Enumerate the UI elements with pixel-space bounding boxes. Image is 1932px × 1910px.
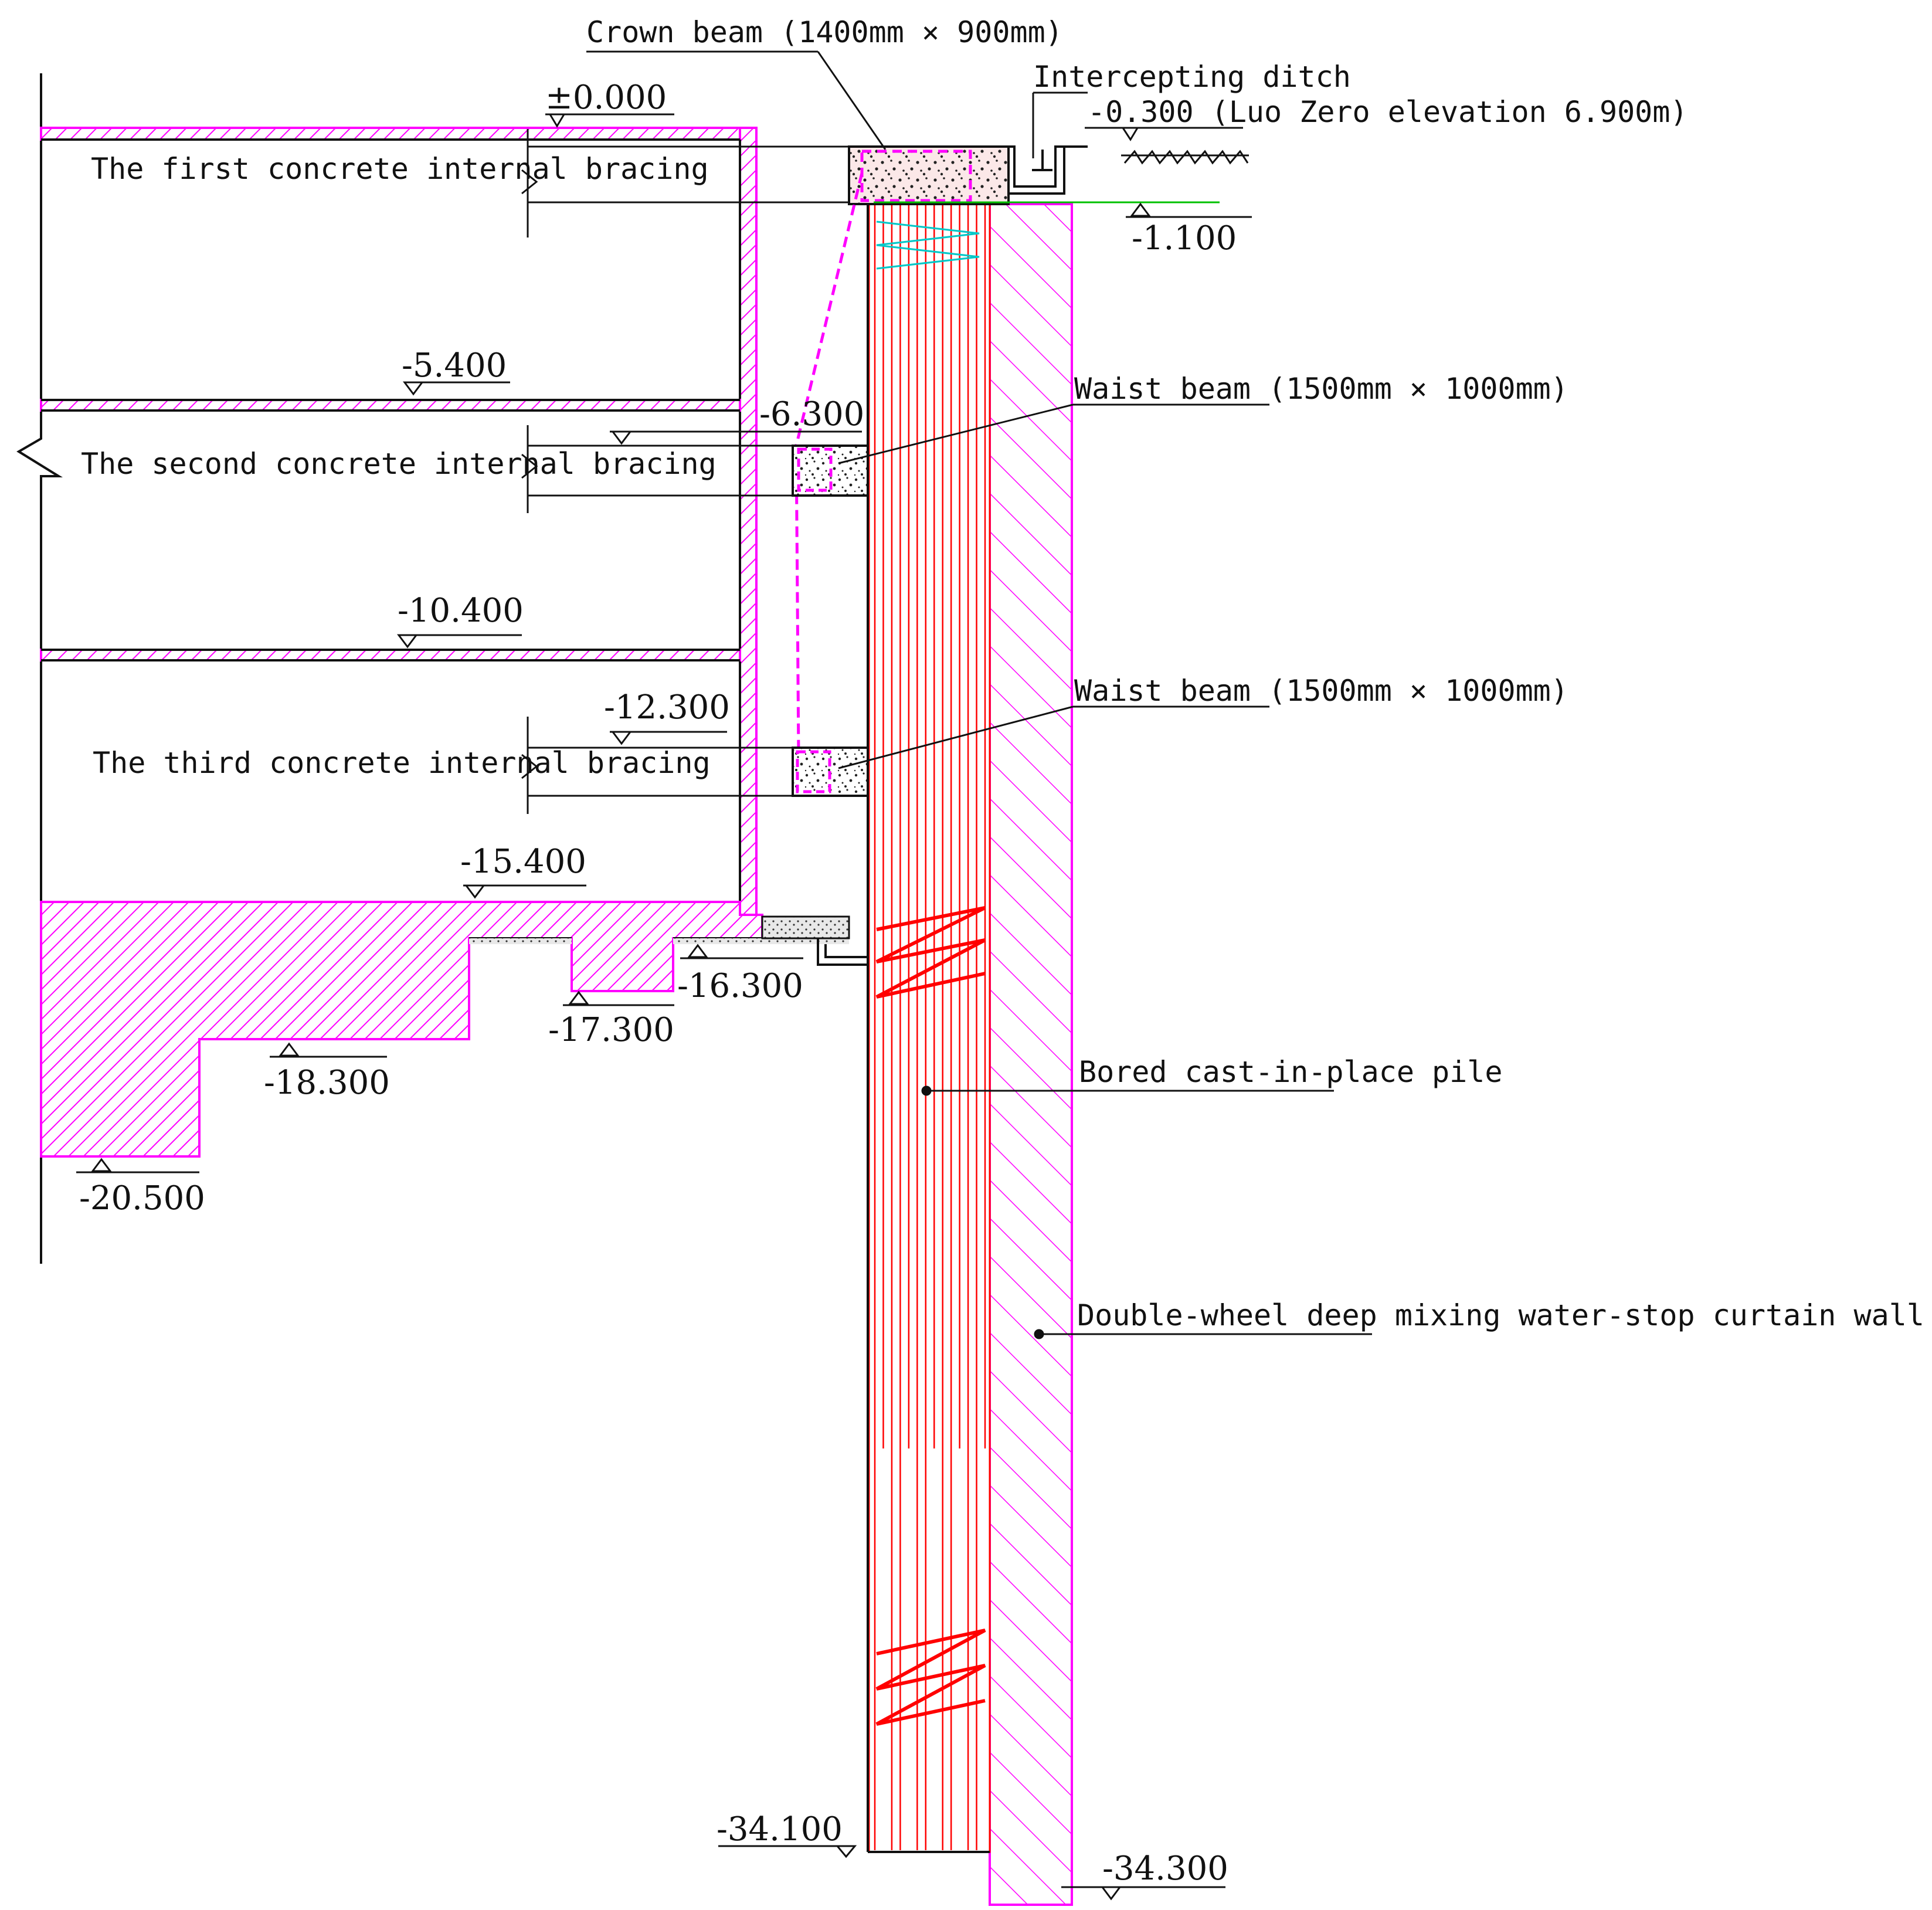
elev-0-000: ±0.000: [545, 79, 667, 117]
water-stop-curtain-wall: [989, 203, 1073, 1906]
elev-12-300: -12.300: [604, 688, 730, 727]
elev-16-300: -16.300: [677, 967, 803, 1005]
roof-slab: [40, 127, 758, 141]
outer-wall: [739, 127, 758, 935]
leader-lines: [586, 50, 1372, 1339]
elev-17-300: -17.300: [548, 1011, 674, 1049]
waist-beam-1-label: Waist beam (1500mm × 1000mm): [1074, 372, 1568, 406]
elev-34-100: -34.100: [717, 1810, 843, 1848]
pile-top-cushion: [761, 915, 850, 939]
curtain-wall-label: Double-wheel deep mixing water-stop curt…: [1077, 1298, 1924, 1332]
bracing-3-break: [521, 754, 538, 779]
pile-stirrups: [876, 220, 980, 270]
slab-b2: [40, 649, 741, 661]
bored-pile: [868, 203, 991, 1853]
elev-6-300: -6.300: [759, 395, 864, 433]
elevation-marks: [76, 113, 1252, 1901]
foundation-cushion-2: [673, 938, 849, 944]
slab-b1: [40, 399, 741, 412]
spiral-reinforcement-upper: [875, 906, 986, 999]
waist-beam-2-outline: [796, 750, 831, 793]
spiral-reinforcement-lower: [875, 1629, 986, 1726]
retaining-system: [792, 145, 1249, 1906]
bracing-1-label: The first concrete internal bracing: [91, 152, 709, 186]
elev-1-100: -1.100: [1132, 219, 1237, 257]
foundation-raft: [40, 901, 763, 1158]
basement-structure: [16, 73, 868, 1264]
intercepting-ditch: [1009, 145, 1088, 188]
elev-20-500: -20.500: [79, 1179, 205, 1217]
bracing-3-label: The third concrete internal bracing: [93, 746, 711, 780]
bracing-2-break: [521, 453, 538, 479]
bracing-1-break: [521, 169, 538, 195]
waist-beam-1-outline: [797, 447, 833, 492]
ground-surface-symbol: [1121, 150, 1249, 165]
foundation-cushion: [469, 938, 572, 944]
drain-ditch-bottom: [817, 938, 868, 966]
bracing-2-label: The second concrete internal bracing: [81, 447, 717, 481]
elev-5-400: -5.400: [402, 347, 507, 385]
waist-beam-2-label: Waist beam (1500mm × 1000mm): [1074, 674, 1568, 708]
pile-reinforcement-bars: [874, 205, 986, 1850]
elev-15-400: -15.400: [460, 843, 586, 881]
ground-elevation-label: -0.300 (Luo Zero elevation 6.900m): [1088, 95, 1688, 129]
elev-18-300: -18.300: [264, 1064, 390, 1102]
intercepting-ditch-outer: [1009, 147, 1065, 195]
drain-ditch-bottom-inner: [824, 944, 868, 958]
crown-beam: [848, 145, 1010, 205]
crown-beam-label: Crown beam (1400mm × 900mm): [586, 15, 1063, 49]
elev-10-400: -10.400: [398, 592, 524, 630]
break-symbol: [16, 413, 63, 481]
elev-34-300: -34.300: [1102, 1850, 1228, 1888]
intercepting-ditch-label: Intercepting ditch: [1033, 60, 1351, 94]
bored-pile-label: Bored cast-in-place pile: [1079, 1055, 1502, 1089]
